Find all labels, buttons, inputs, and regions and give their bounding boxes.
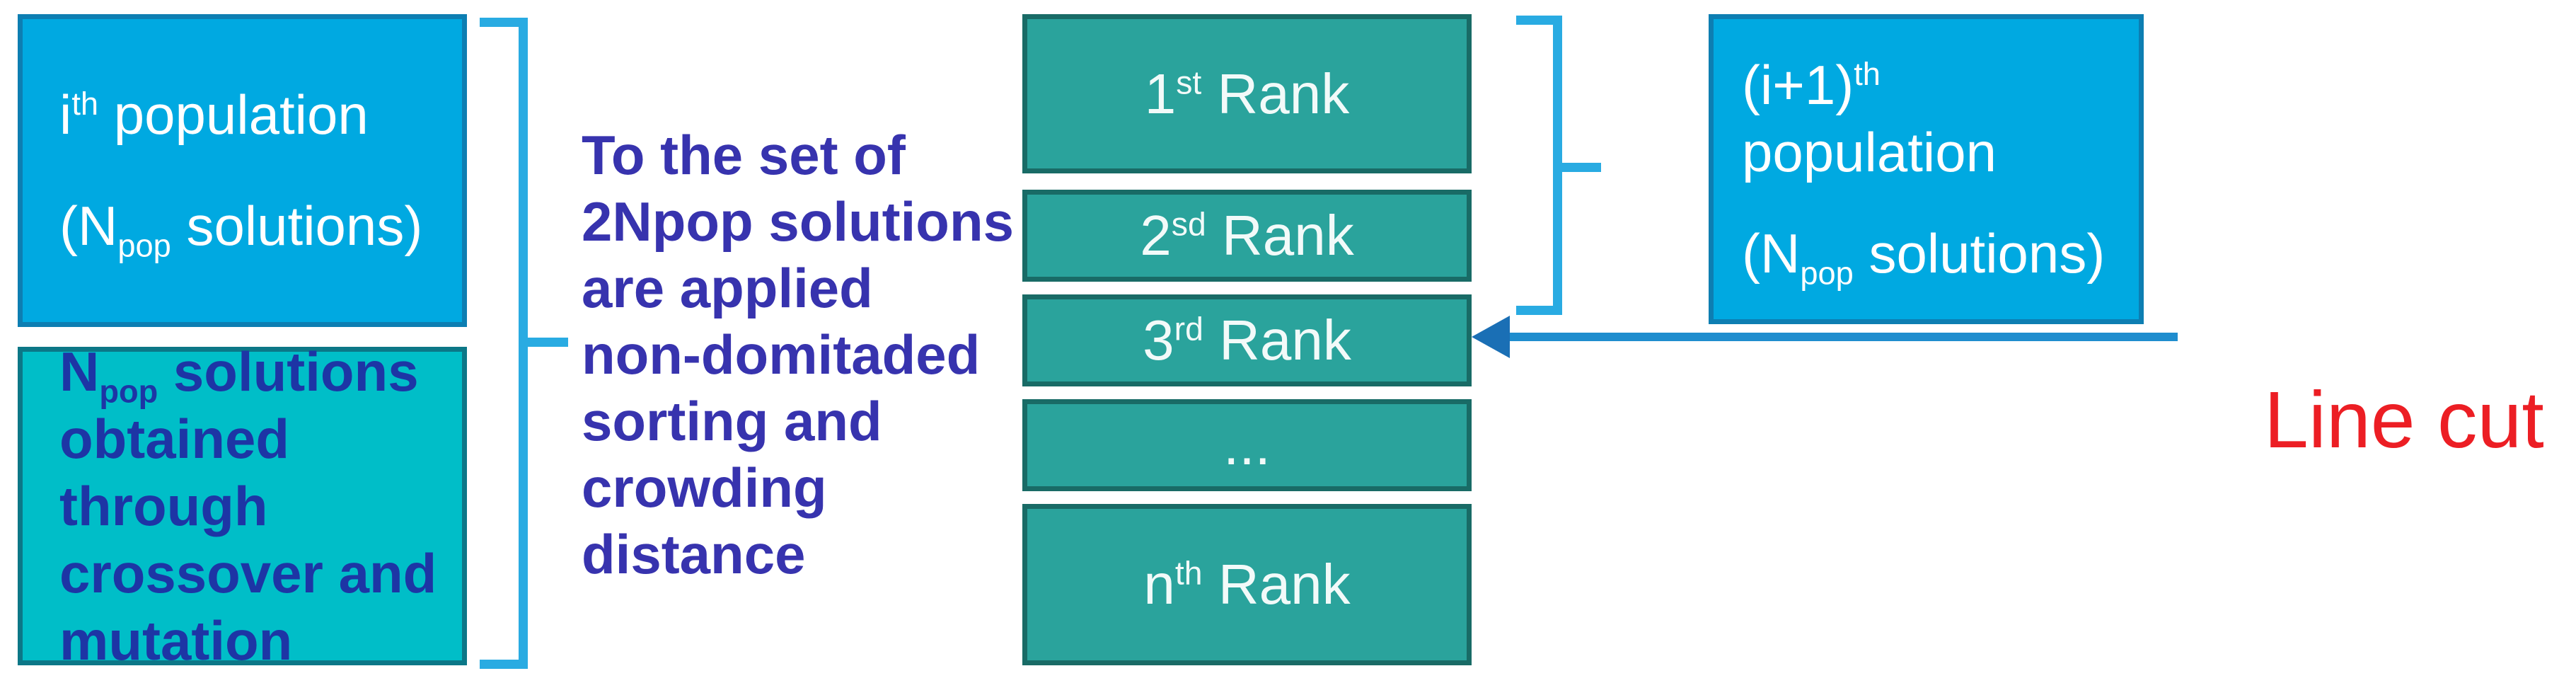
sorting-note-line: distance: [582, 523, 806, 585]
offspring-line2: obtained through: [59, 407, 289, 537]
left-bracket-pointer: [528, 338, 568, 347]
offspring-line4: mutation: [59, 609, 293, 672]
offspring-line1: Npop solutions: [59, 340, 419, 410]
next-population-box: (i+1)th population (Npop solutions): [1709, 14, 2144, 324]
line-cut-arrowhead-icon: [1472, 316, 1510, 358]
rank-box-2nd: 2sd Rank: [1022, 190, 1472, 282]
ith-population-box: ith population (Npop solutions): [18, 14, 467, 327]
rank-box-2nd-label: 2sd Rank: [1140, 204, 1354, 267]
line-cut-label: Line cut: [2264, 375, 2544, 464]
rank-box-1st: 1st Rank: [1022, 14, 1472, 173]
left-bracket-top-hook: [480, 18, 528, 27]
sorting-note-line: 2Npop solutions: [582, 190, 1014, 253]
left-bracket-vertical: [519, 18, 528, 669]
sorting-note-line: sorting and: [582, 390, 882, 452]
sorting-note-line: crowding: [582, 457, 827, 519]
ith-population-line2: (Npop solutions): [59, 195, 423, 264]
line-cut-arrow-shaft: [1503, 333, 2178, 341]
right-bracket-pointer: [1562, 163, 1601, 172]
left-bracket-bottom-hook: [480, 660, 528, 669]
rank-box-3rd-label: 3rd Rank: [1143, 309, 1351, 372]
rank-box-1st-label: 1st Rank: [1144, 62, 1350, 125]
right-bracket-top-hook: [1516, 16, 1562, 25]
rank-box-nth: nth Rank: [1022, 504, 1472, 665]
rank-box-ellipsis-label: ...: [1223, 413, 1271, 476]
rank-box-nth-label: nth Rank: [1143, 553, 1351, 616]
sorting-note-line: To the set of: [582, 124, 906, 186]
sorting-note: To the set of 2Npop solutions are applie…: [582, 122, 1014, 587]
right-bracket-bottom-hook: [1516, 306, 1562, 315]
next-population-line2: (Npop solutions): [1742, 222, 2106, 292]
sorting-note-line: non-domitaded: [582, 323, 981, 386]
rank-box-3rd: 3rd Rank: [1022, 294, 1472, 386]
ith-population-line1: ith population: [59, 84, 369, 146]
rank-box-ellipsis: ...: [1022, 399, 1472, 491]
next-population-line1: (i+1)th population: [1742, 53, 1997, 183]
offspring-box: Npop solutions obtained through crossove…: [18, 340, 467, 672]
sorting-note-line: are applied: [582, 257, 873, 319]
right-bracket-vertical: [1553, 16, 1562, 315]
offspring-line3: crossover and: [59, 541, 437, 604]
